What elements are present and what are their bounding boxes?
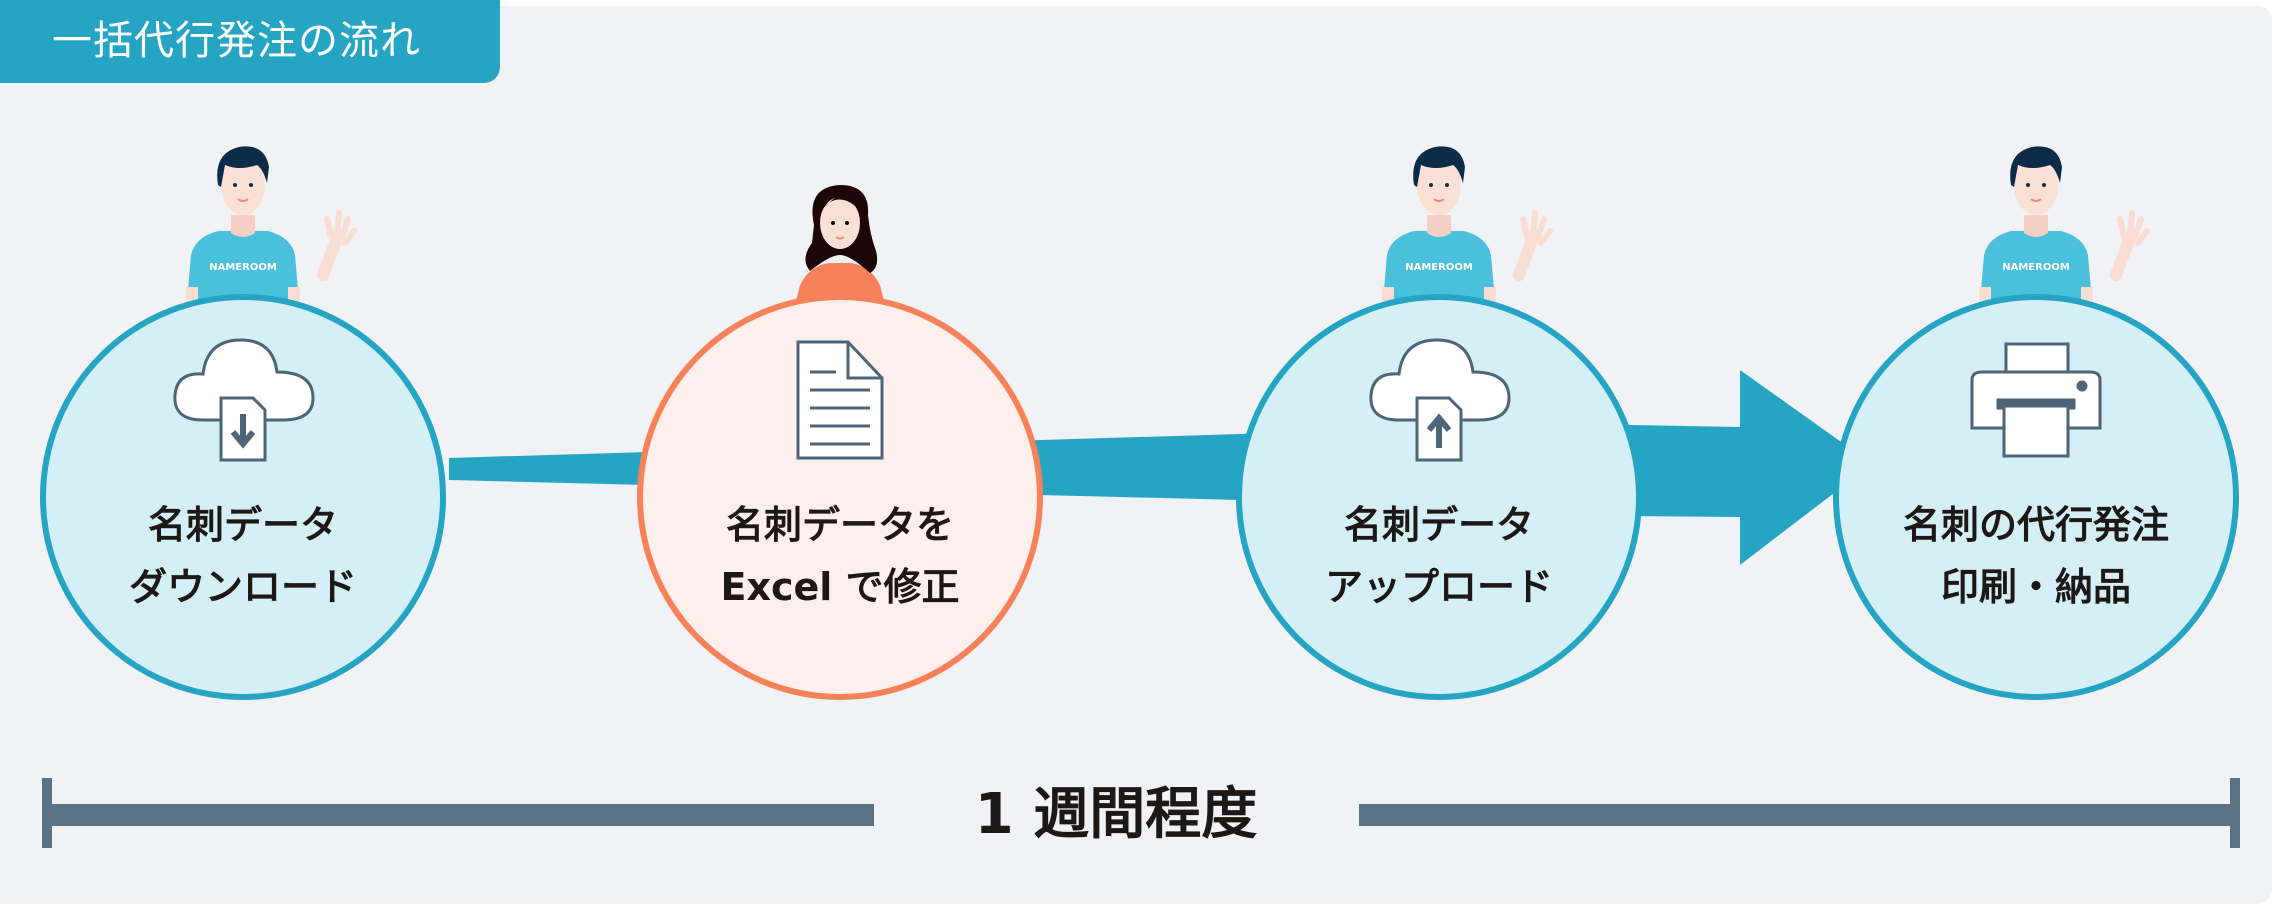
step-label: 名刺データを Excel で修正 <box>650 494 1030 618</box>
svg-text:NAMEROOM: NAMEROOM <box>2002 262 2070 273</box>
step-label-line2: Excel で修正 <box>720 565 960 609</box>
step-label-line2: 印刷・納品 <box>1940 565 2131 609</box>
step-label-line2: アップロード <box>1324 565 1553 609</box>
duration-label: 1 週間程度 <box>974 782 1258 847</box>
printer-icon <box>1970 342 2102 458</box>
cloud-upload-icon <box>1369 338 1511 462</box>
page-title: 一括代行発注の流れ <box>0 0 500 83</box>
step-label-line1: 名刺の代行発注 <box>1902 503 2169 547</box>
step-label-line2: ダウンロード <box>128 565 357 609</box>
step-circle <box>40 294 446 700</box>
step-circle <box>1833 294 2239 700</box>
flow-arrow <box>449 370 1872 565</box>
svg-text:NAMEROOM: NAMEROOM <box>1405 262 1473 273</box>
step-circle <box>1236 294 1642 700</box>
step-circle <box>637 294 1043 700</box>
cloud-download-icon <box>173 338 315 462</box>
step-label-line1: 名刺データ <box>147 503 338 547</box>
step-label: 名刺データ ダウンロード <box>53 494 433 618</box>
staff-avatar: NAMEROOM <box>1978 146 2147 327</box>
staff-avatar: NAMEROOM <box>185 146 354 327</box>
timeline-bar <box>42 778 2240 848</box>
step-label: 名刺データ アップロード <box>1249 494 1629 618</box>
customer-avatar <box>795 185 885 305</box>
step-label: 名刺の代行発注 印刷・納品 <box>1846 494 2226 618</box>
document-icon <box>796 340 884 460</box>
staff-avatar: NAMEROOM <box>1381 146 1550 327</box>
step-label-line1: 名刺データを <box>725 503 954 547</box>
svg-text:NAMEROOM: NAMEROOM <box>209 262 277 273</box>
step-label-line1: 名刺データ <box>1343 503 1534 547</box>
